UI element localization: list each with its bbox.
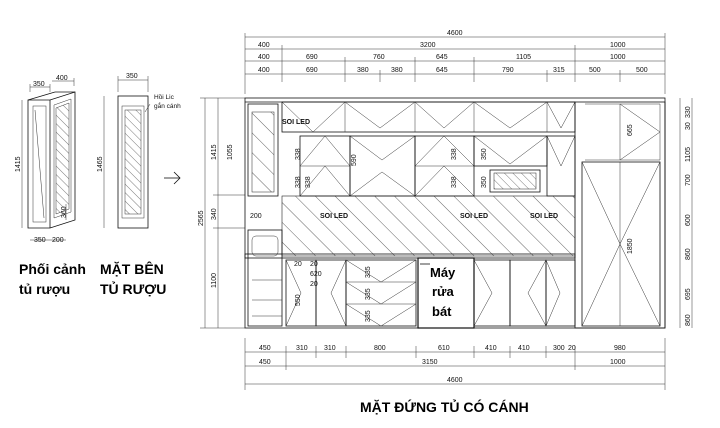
arrow-icon: [164, 171, 181, 185]
top-dim-r3-2: 690: [306, 54, 318, 61]
cab-dim-15: 335: [365, 310, 372, 322]
dishwasher-label-2: rửa: [432, 284, 454, 299]
top-dim-r3-6: 1000: [610, 54, 626, 61]
cab-dim-9: 665: [627, 124, 634, 136]
persp-top-dim-1: 350: [33, 81, 45, 88]
cab-dim-16: 550: [295, 294, 302, 306]
bot-dim-r1-10: 980: [614, 345, 626, 352]
right-dim-3: 1105: [685, 147, 692, 162]
top-dim-r3-4: 645: [436, 54, 448, 61]
right-dim-6: 860: [685, 248, 692, 260]
wine-side-label-1: MẶT BÊN: [100, 260, 164, 277]
top-dim-r4-5: 645: [436, 67, 448, 74]
wine-cabinet-perspective: 350 400 360 1415 350 200: [15, 75, 76, 244]
top-dim-r4-8: 500: [589, 67, 601, 74]
cab-dim-17: 20: [310, 261, 318, 268]
top-dim-r4-9: 500: [636, 67, 648, 74]
bot-dim-r2-1: 450: [259, 359, 271, 366]
bot-dim-total: 4600: [447, 377, 463, 384]
top-dim-r4-1: 400: [258, 67, 270, 74]
persp-bottom-dim-2: 200: [52, 237, 64, 244]
side-left-dim: 1465: [97, 156, 104, 172]
top-dim-r4-3: 380: [357, 67, 369, 74]
top-dim-r2-3: 1000: [610, 42, 626, 49]
main-title: MẶT ĐỨNG TỦ CÓ CÁNH: [360, 398, 529, 415]
led-label-2: SOI LED: [320, 213, 348, 220]
upper-top-band: [281, 101, 576, 133]
cab-dim-14: 335: [365, 288, 372, 300]
cab-dim-12: 620: [310, 271, 322, 278]
cab-dim-6: 338: [305, 176, 312, 188]
left-inner-dim-1: 1055: [227, 144, 234, 160]
bot-dim-r1-1: 450: [259, 345, 271, 352]
right-dim-7: 695: [685, 288, 692, 300]
wine-persp-label-2: tủ rượu: [19, 281, 70, 297]
left-dim-3: 1100: [211, 273, 218, 288]
led-label-1: SOI LED: [282, 119, 310, 126]
top-dim-total: 4600: [447, 30, 463, 37]
top-dim-r3-5: 1105: [516, 54, 531, 61]
dishwasher-label-3: bát: [432, 304, 452, 319]
persp-inner-dim: 360: [61, 206, 68, 218]
bot-dim-r1-3: 310: [324, 345, 336, 352]
cab-dim-3: 590: [351, 154, 358, 166]
cab-dim-10: 1850: [627, 238, 634, 254]
cab-dim-11: 20: [294, 261, 302, 268]
cab-dim-7: 350: [481, 148, 488, 160]
left-dimensions: 2565 1415 340 1100 1055 200: [198, 97, 262, 329]
right-dim-1: 330: [685, 106, 692, 118]
top-dim-r2-1: 400: [258, 42, 270, 49]
top-dim-r4-4: 380: [391, 67, 403, 74]
right-dim-2: 30: [685, 122, 692, 130]
cab-dim-18: 20: [310, 281, 318, 288]
bot-dim-r1-8: 300: [553, 345, 565, 352]
dishwasher-label-1: Máy: [430, 265, 456, 280]
top-dim-r3-1: 400: [258, 54, 270, 61]
bot-dim-r1-4: 800: [374, 345, 386, 352]
persp-left-dim: 1415: [15, 156, 22, 172]
bot-dim-r1-5: 610: [438, 345, 450, 352]
top-dim-r2-2: 3200: [420, 42, 436, 49]
right-dim-5: 600: [685, 214, 692, 226]
top-dimensions: 4600 400 3200 1000 400 690 760 645 1105 …: [244, 30, 666, 94]
right-dim-4: 700: [685, 174, 692, 186]
bot-dim-r1-6: 410: [485, 345, 497, 352]
cab-dim-1: 338: [295, 148, 302, 160]
bottom-dimensions: 450 310 310 800 610 410 410 300 20 980 4…: [244, 338, 666, 390]
led-label-4: SOI LED: [530, 213, 558, 220]
top-dim-r3-3: 760: [373, 54, 385, 61]
cab-dim-13: 335: [365, 266, 372, 278]
led-label-3: SOI LED: [460, 213, 488, 220]
bot-dim-r2-3: 1000: [610, 359, 626, 366]
right-dim-8: 860: [685, 314, 692, 326]
bot-dim-r2-2: 3150: [422, 359, 438, 366]
main-elevation: SOI LED 338 338 590 338 338 338 350 350: [244, 97, 666, 329]
persp-top-dim-2: 400: [56, 75, 68, 82]
cab-dim-2: 338: [295, 176, 302, 188]
left-inner-dim-2: 200: [250, 213, 262, 220]
cab-dim-4: 338: [451, 148, 458, 160]
left-dim-1: 1415: [211, 144, 218, 160]
cab-dim-5: 338: [451, 176, 458, 188]
wine-cabinet-side: 350 1465 Hồi Lic gắn cánh: [97, 73, 181, 229]
top-dim-r4-6: 790: [502, 67, 514, 74]
right-dimensions: 330 30 1105 700 600 860 695 860: [679, 98, 693, 328]
bot-dim-r1-2: 310: [296, 345, 308, 352]
left-dim-2: 340: [211, 208, 218, 220]
persp-bottom-dim-1: 350: [34, 237, 46, 244]
side-top-dim: 350: [126, 73, 138, 80]
cab-dim-8: 350: [481, 176, 488, 188]
hinge-note-2: gắn cánh: [154, 101, 181, 110]
wine-side-label-2: TỦ RƯỢU: [100, 280, 166, 297]
bot-dim-r1-9: 20: [568, 345, 576, 352]
bot-dim-r1-7: 410: [518, 345, 530, 352]
left-dim-total: 2565: [198, 210, 205, 226]
top-dim-r4-2: 690: [306, 67, 318, 74]
wine-persp-label-1: Phối cảnh: [19, 261, 86, 277]
top-dim-r4-7: 315: [553, 67, 565, 74]
hinge-note-1: Hồi Lic: [154, 92, 175, 101]
